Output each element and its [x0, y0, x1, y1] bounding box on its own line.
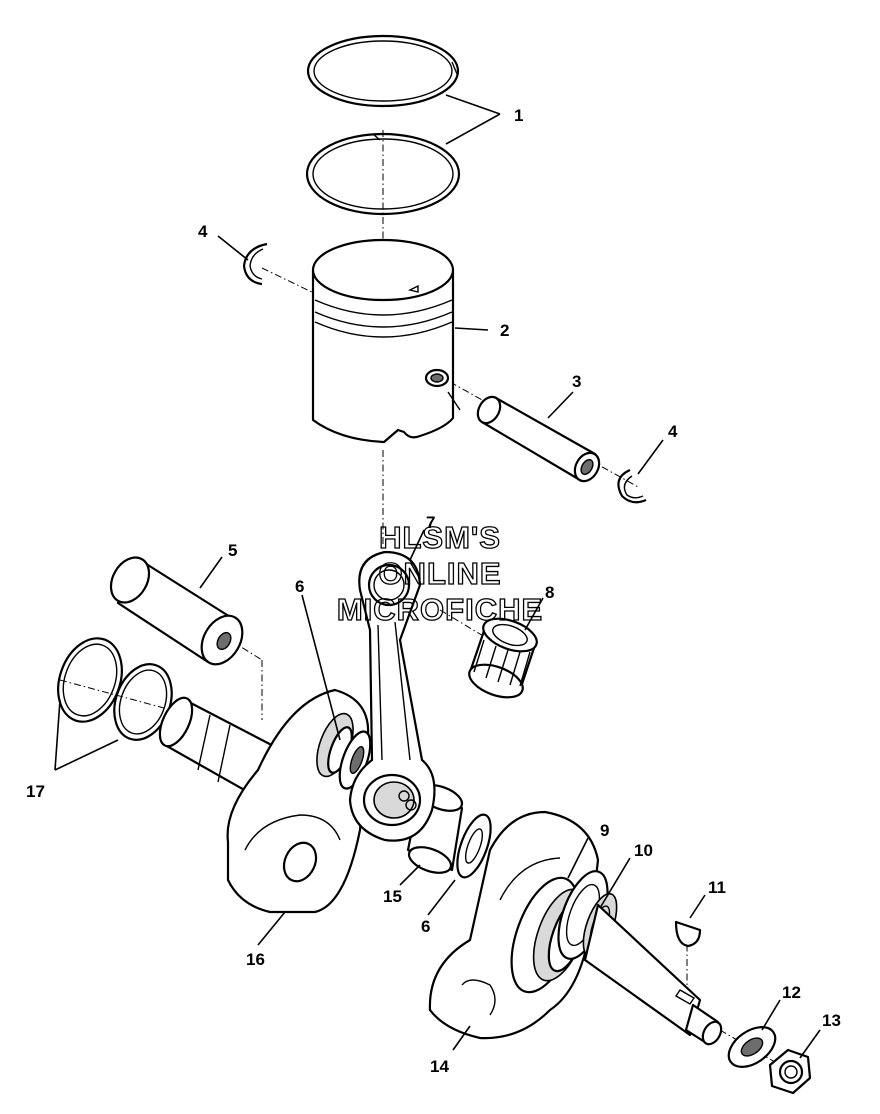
woodruff-key: [674, 920, 702, 948]
thrust-washer-lower: [456, 813, 492, 879]
callout-3: 3: [572, 372, 581, 391]
callout-11: 11: [708, 878, 726, 897]
callout-6-upper: 6: [295, 577, 304, 596]
hex-nut: [768, 1048, 812, 1095]
needle-bearing: [468, 617, 538, 699]
tapered-output-shaft: [583, 903, 723, 1046]
piston: [311, 238, 461, 444]
callout-15: 15: [383, 887, 402, 906]
piston-ring-upper: [306, 34, 460, 108]
circlip-right: [617, 468, 647, 504]
watermark-line-3: MICROFICHE: [337, 592, 543, 627]
leader-lines: [54, 94, 821, 1059]
watermark-line-1: HLSM'S: [379, 520, 501, 555]
connecting-rod: [348, 550, 436, 842]
washer: [727, 1026, 777, 1068]
callout-4-left: 4: [198, 222, 208, 241]
watermark: HLSM'S ONLINE MICROFICHE: [336, 519, 543, 627]
callout-4-right: 4: [668, 422, 678, 441]
piston-pin: [476, 395, 601, 483]
crank-sleeve: [109, 556, 244, 666]
callout-12: 12: [782, 983, 801, 1002]
callout-10: 10: [634, 841, 653, 860]
callout-5: 5: [228, 541, 237, 560]
circlip-left: [242, 242, 268, 286]
callout-1: 1: [514, 106, 523, 125]
piston-ring-lower: [305, 132, 461, 216]
watermark-line-2: ONLINE: [378, 556, 501, 591]
callout-2: 2: [500, 321, 509, 340]
callout-8: 8: [545, 583, 554, 602]
crankshaft-left-half: [158, 688, 370, 914]
callout-6-lower: 6: [421, 917, 430, 936]
callout-7: 7: [426, 513, 435, 532]
callout-9: 9: [600, 821, 609, 840]
callout-13: 13: [822, 1011, 841, 1030]
callout-17: 17: [26, 782, 45, 801]
callout-labels: 1 2 3 4 4 5 6 6 7 8 9 10 11 12 13 14 15 …: [26, 106, 841, 1076]
callout-16: 16: [246, 950, 265, 969]
callout-14: 14: [430, 1057, 449, 1076]
thrust-washer-upper: [338, 730, 372, 790]
